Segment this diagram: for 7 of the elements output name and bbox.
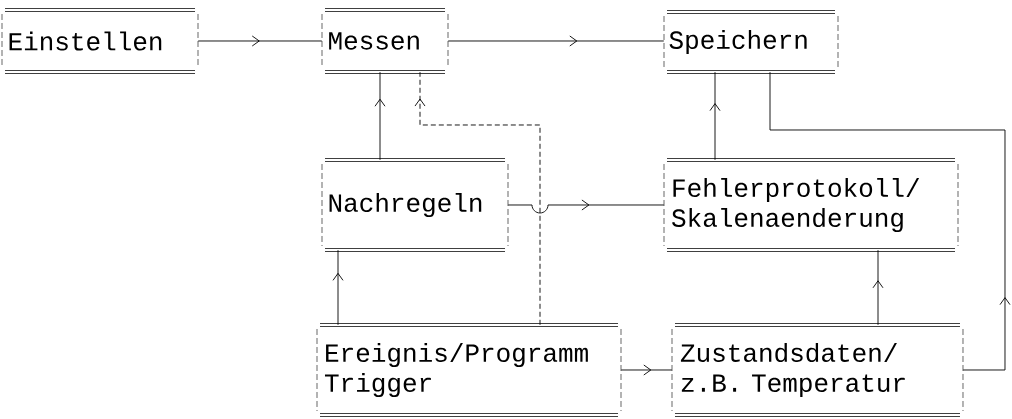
process-box: Fehlerprotokoll/ Skalenaenderung (663, 157, 959, 253)
process-box: Einstellen (1, 7, 199, 75)
process-box: Nachregeln (321, 157, 509, 253)
process-box: Zustandsdaten/ z.B. Temperatur (671, 322, 964, 418)
process-box: Messen (321, 7, 449, 75)
process-box: Ereignis/Programm Trigger (316, 322, 622, 418)
process-box: Speichern (663, 9, 839, 75)
